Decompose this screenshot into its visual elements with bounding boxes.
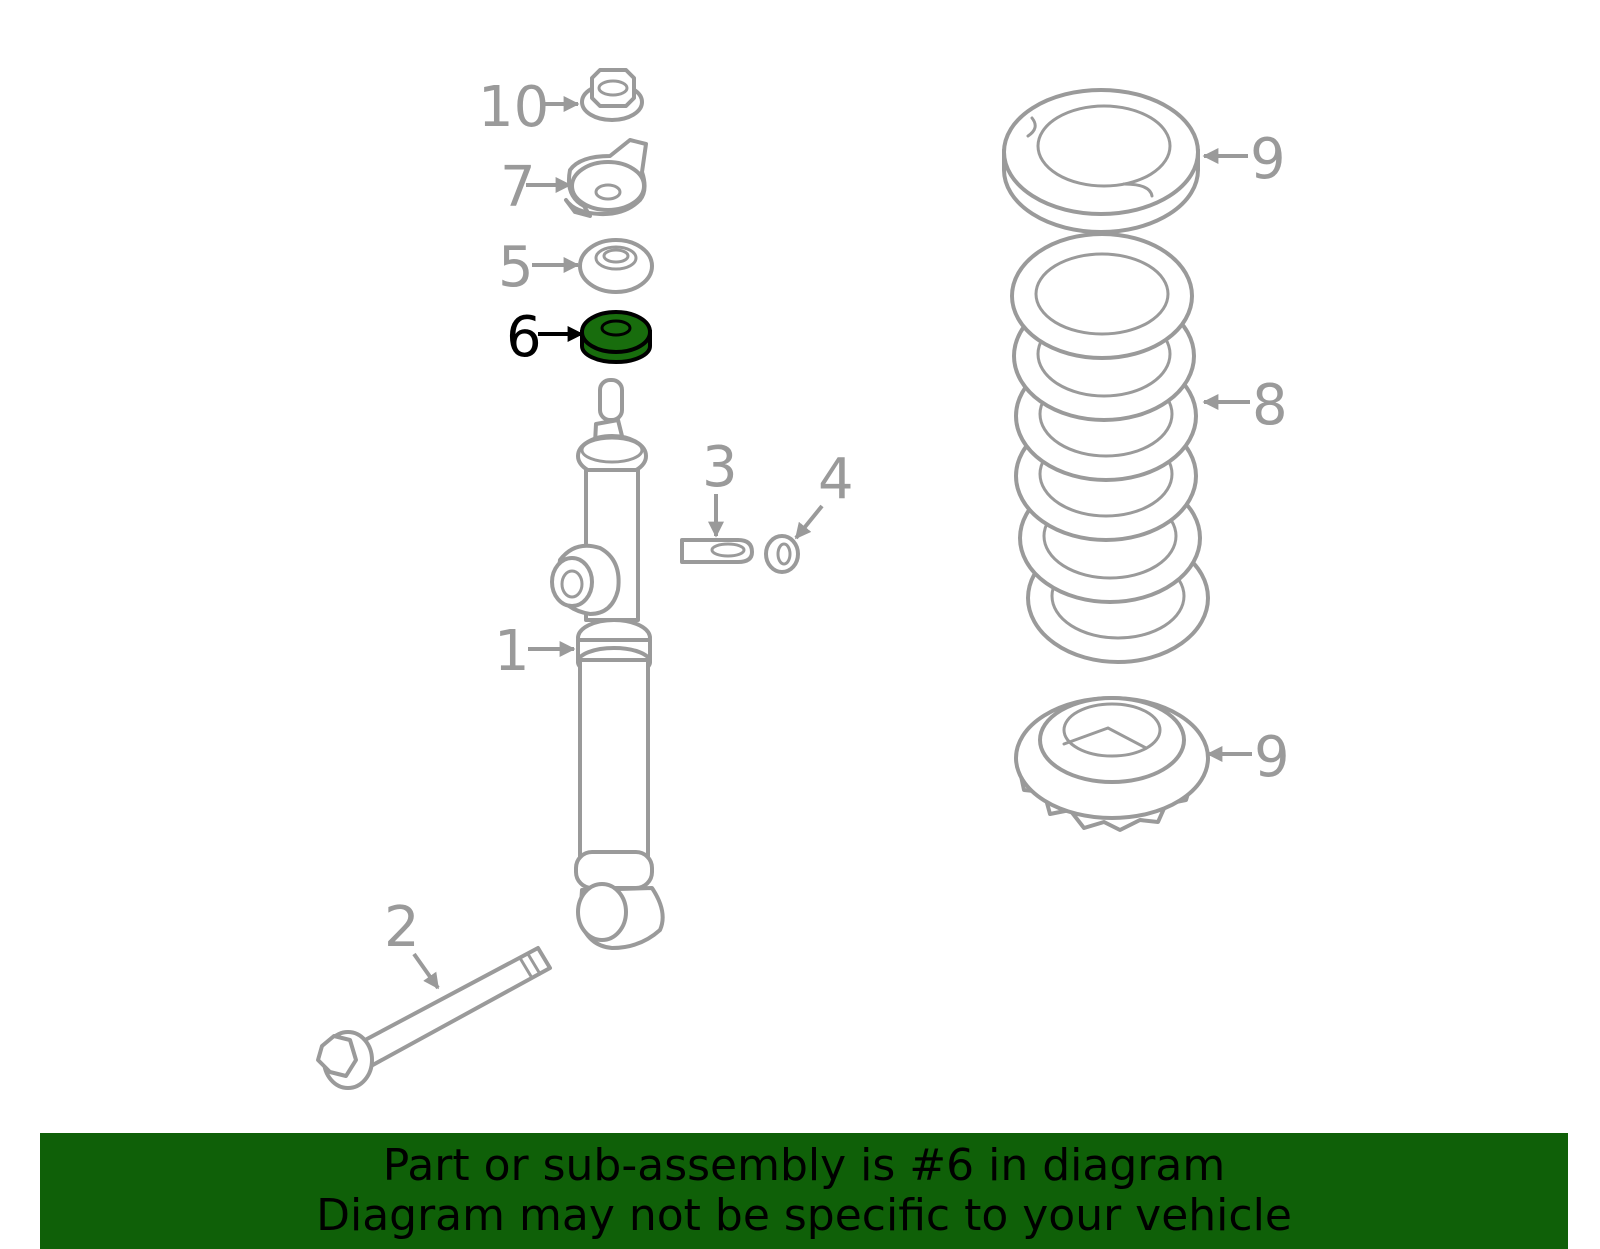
callout-8[interactable]: 8 [1202, 373, 1288, 438]
callout-label-4: 4 [818, 447, 854, 512]
part-9-upper-spring-seat[interactable] [1002, 88, 1200, 234]
callout-label-7: 7 [500, 155, 536, 220]
banner-line-disclaimer: Diagram may not be specific to your vehi… [316, 1190, 1292, 1241]
callout-2[interactable]: 2 [384, 895, 440, 990]
callout-6[interactable]: 6 [506, 305, 584, 370]
callout-label-6: 6 [506, 305, 542, 370]
part-6-bushing[interactable] [580, 310, 652, 364]
part-10-nut[interactable] [580, 68, 644, 122]
callout-7[interactable]: 7 [500, 155, 572, 220]
callout-9-top[interactable]: 9 [1202, 127, 1286, 192]
part-2-bolt[interactable] [316, 946, 552, 1090]
part-1-shock-absorber[interactable] [550, 378, 665, 950]
callout-label-2: 2 [384, 895, 420, 960]
info-banner: Part or sub-assembly is #6 in diagram Di… [40, 1133, 1568, 1249]
callout-label-9-top: 9 [1250, 127, 1286, 192]
callout-10[interactable]: 10 [478, 75, 580, 140]
callout-3[interactable]: 3 [702, 435, 738, 538]
part-4-grommet[interactable] [764, 534, 800, 574]
part-9-lower-spring-seat[interactable] [1014, 696, 1210, 832]
callout-label-5: 5 [498, 235, 534, 300]
part-5-washer[interactable] [578, 238, 654, 294]
callout-5[interactable]: 5 [498, 235, 580, 300]
callout-label-3: 3 [702, 435, 738, 500]
leader-arrow [794, 504, 824, 540]
callout-label-1: 1 [494, 619, 530, 684]
callout-4[interactable]: 4 [794, 447, 854, 540]
callout-label-8: 8 [1252, 373, 1288, 438]
banner-line-part: Part or sub-assembly is #6 in diagram [382, 1140, 1226, 1191]
part-8-coil-spring[interactable] [1010, 232, 1210, 664]
part-7-bracket[interactable] [564, 138, 648, 218]
callout-label-10: 10 [478, 75, 549, 140]
callout-1[interactable]: 1 [494, 619, 576, 684]
callout-9-bottom[interactable]: 9 [1206, 725, 1290, 790]
callout-label-9-bottom: 9 [1254, 725, 1290, 790]
part-3-clip[interactable] [680, 538, 754, 564]
leader-arrow [412, 952, 440, 990]
